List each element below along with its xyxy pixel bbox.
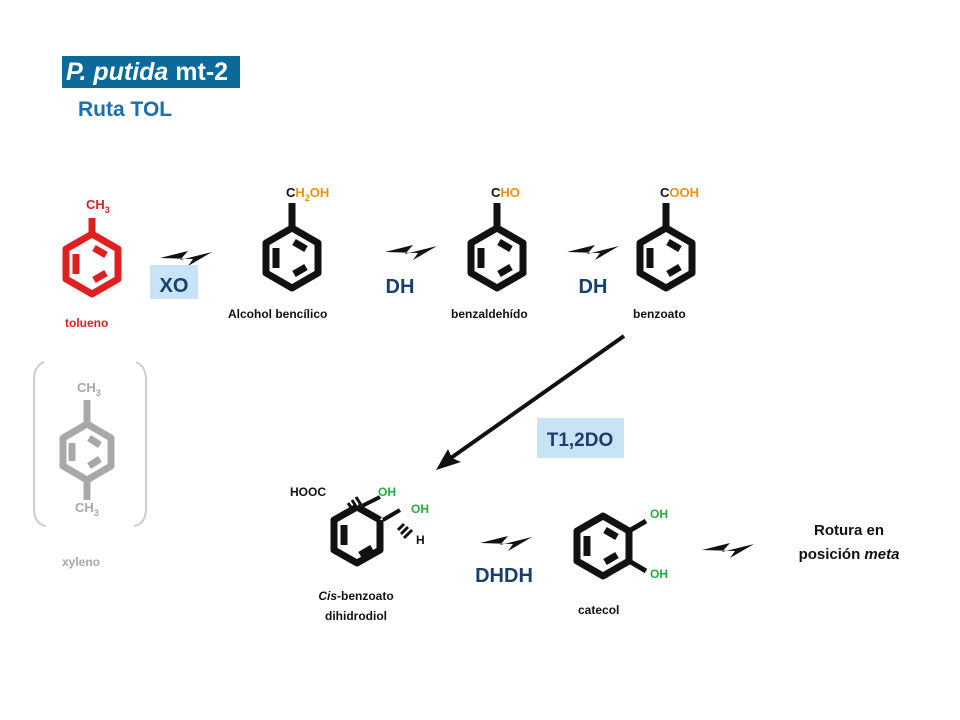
- xo-enzyme-label: XO: [160, 275, 189, 297]
- catechol-oh-bond-1: [627, 518, 648, 534]
- dihydrodiol-oh-bond-2: [381, 508, 402, 522]
- catechol-name: catecol: [578, 603, 619, 617]
- t12do-enzyme-label: T1,2DO: [547, 430, 614, 451]
- catechol-oh-bond-2: [627, 558, 648, 574]
- toluene-structure: [62, 218, 122, 298]
- benzaldehyde-double-bond-2: [497, 238, 513, 253]
- benzyl-alcohol-double-bond-3: [292, 263, 308, 278]
- benzaldehyde-name: benzaldehído: [451, 307, 528, 321]
- xylene-structure: [59, 400, 115, 500]
- dihydrodiol-hash-wedges: [346, 496, 414, 540]
- benzoate-ring: [636, 224, 696, 292]
- benzoate-name: benzoato: [633, 307, 686, 321]
- reaction-arrow-xo: [160, 251, 212, 266]
- dihydrodiol-name-line2: dihidrodiol: [325, 609, 387, 623]
- benzyl-alcohol-group-label: CH2OH: [286, 185, 329, 203]
- dihydrodiol-h-label: H: [416, 533, 425, 547]
- dh-enzyme-label-1: DH: [386, 276, 415, 298]
- catechol-double-bond-2: [603, 526, 619, 541]
- reaction-arrow-meta-cleavage: [702, 543, 754, 558]
- benzoate-double-bond-3: [666, 263, 682, 278]
- diagonal-arrow-shaft: [446, 334, 626, 462]
- benzaldehyde-ring: [467, 224, 527, 292]
- xylene-top-methyl-label: CH3: [77, 380, 101, 398]
- xo-enzyme-box: [150, 265, 198, 299]
- xylene-double-bond-2: [87, 435, 102, 448]
- species-name: P. putida: [66, 58, 169, 86]
- xylene-bottom-methyl-label: CH3: [75, 500, 99, 518]
- benzoate-structure: [636, 203, 696, 292]
- benzoate-double-bond-2: [666, 238, 682, 253]
- reaction-arrow-dhdh: [480, 536, 532, 551]
- strain-name: mt-2: [175, 58, 229, 86]
- dihydrodiol-hooc-label: HOOC: [290, 485, 326, 499]
- xylene-bracket: [33, 361, 147, 527]
- diagonal-arrow-head: [436, 449, 461, 470]
- benzaldehyde-double-bond-3: [497, 263, 513, 278]
- route-subtitle: Ruta TOL: [78, 98, 173, 121]
- benzaldehyde-structure: [467, 203, 527, 292]
- catechol-oh-label-1: OH: [650, 507, 668, 521]
- benzyl-alcohol-double-bond-2: [292, 238, 308, 253]
- toluene-double-bond-2: [92, 244, 108, 259]
- dihydrodiol-structure: [330, 503, 384, 567]
- catechol-oh-label-2: OH: [650, 567, 668, 581]
- toluene-name: tolueno: [65, 316, 108, 330]
- dihydrodiol-double-bond-2: [358, 544, 374, 559]
- dhdh-enzyme-label: DHDH: [475, 565, 533, 587]
- catechol-structure: [573, 512, 633, 580]
- benzyl-alcohol-ring: [262, 224, 322, 292]
- dihydrodiol-oh-bond-1: [361, 495, 381, 508]
- toluene-ring: [62, 230, 122, 298]
- toluene-methyl-label: CH3: [86, 197, 110, 215]
- dh-enzyme-label-2: DH: [579, 276, 608, 298]
- page-title: P. putida mt-2: [62, 56, 240, 88]
- dihydrodiol-name-line1: Cis-benzoato: [318, 589, 393, 603]
- t12do-enzyme-box: [537, 418, 624, 458]
- dihydrodiol-ring: [330, 503, 384, 567]
- benzoate-group-label: COOH: [660, 185, 699, 200]
- outcome-line1: Rotura en: [814, 522, 884, 539]
- dihydrodiol-oh-label-2: OH: [411, 502, 429, 516]
- reaction-arrow-dh-1: [385, 245, 437, 260]
- reaction-arrow-dh-2: [567, 245, 619, 260]
- benzyl-alcohol-structure: [262, 203, 322, 292]
- benzaldehyde-group-label: CHO: [491, 185, 520, 200]
- outcome-line2: posición meta: [799, 546, 900, 563]
- xylene-double-bond-3: [87, 456, 102, 469]
- dihydrodiol-ring-closure: [355, 503, 382, 524]
- catechol-double-bond-3: [603, 551, 619, 566]
- benzyl-alcohol-name: Alcohol bencílico: [228, 307, 327, 321]
- xylene-name: xyleno: [62, 555, 100, 569]
- dihydrodiol-oh-label-1: OH: [378, 485, 396, 499]
- toluene-double-bond-3: [92, 269, 108, 284]
